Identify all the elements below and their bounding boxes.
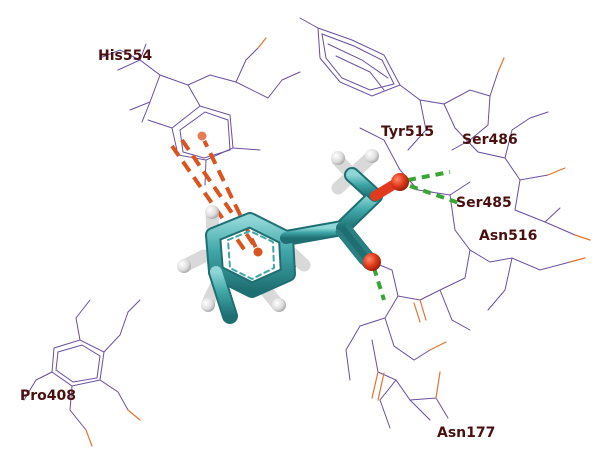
residue-label-pro408: Pro408 [20, 388, 77, 404]
residue-label-asn177: Asn177 [437, 425, 496, 441]
ring-centroid-markers [196, 130, 264, 258]
residue-label-ser486: Ser486 [462, 132, 518, 148]
hydrogen-bond-dashes [372, 170, 463, 301]
residue-label-asn516: Asn516 [479, 228, 538, 244]
residue-label-ser485: Ser485 [456, 195, 512, 211]
pi-stacking-dashes [170, 135, 260, 254]
oxygen-atoms [363, 173, 409, 271]
residue-label-his554: His554 [98, 48, 153, 64]
residue-label-tyr515: Tyr515 [381, 124, 435, 140]
